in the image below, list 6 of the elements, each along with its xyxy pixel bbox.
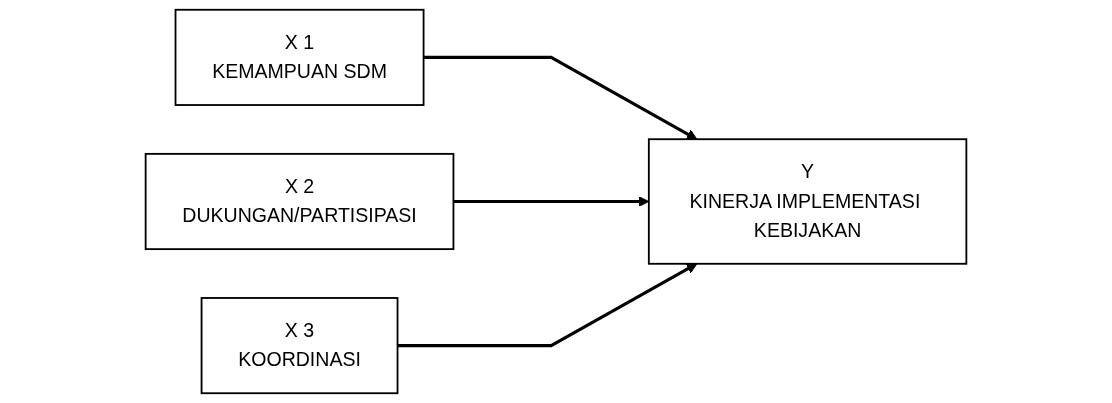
arrow — [423, 55, 698, 140]
node-box: X 1 KEMAMPUAN SDM — [174, 8, 425, 106]
node-box: X 2 DUKUNGAN/PARTISIPASI — [144, 152, 455, 251]
arrow — [397, 263, 698, 348]
node-box: Y KINERJA IMPLEMENTASI KEBIJAKAN — [647, 138, 968, 265]
node-box: X 3 KOORDINASI — [200, 297, 399, 395]
